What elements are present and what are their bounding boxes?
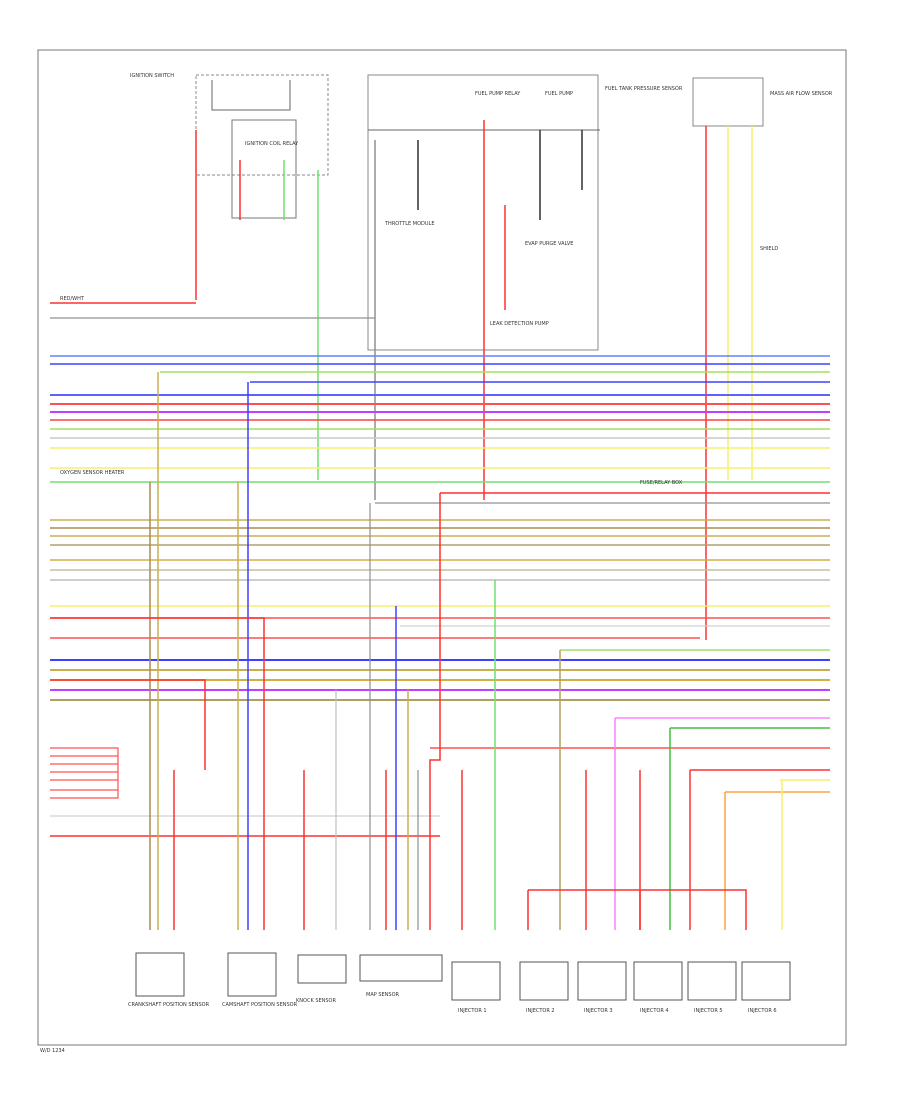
map-sensor-box: [359, 954, 443, 982]
fuel-relay-box: [367, 74, 599, 351]
knock-sensor-label: KNOCK SENSOR: [296, 998, 336, 1004]
fuel-pump-label: FUEL PUMP: [545, 91, 573, 97]
fuel-relay-label: FUEL PUMP RELAY: [475, 91, 521, 97]
fuel-pump-relay-block: FUEL PUMP RELAY FUEL PUMP FUEL TANK PRES…: [367, 74, 683, 500]
maf-box: [692, 77, 764, 127]
injector-3-label: INJECTOR 3: [584, 1008, 613, 1014]
map-sensor-label: MAP SENSOR: [366, 992, 400, 998]
injector-6-label: INJECTOR 6: [748, 1008, 777, 1014]
injector-2-label: INJECTOR 2: [526, 1008, 555, 1014]
knock-sensor-box: [297, 954, 347, 984]
injector-4-label: INJECTOR 4: [640, 1008, 669, 1014]
injector-5-label: INJECTOR 5: [694, 1008, 723, 1014]
cam-sensor-box: [227, 952, 277, 997]
injector-1-box: [451, 961, 501, 1001]
injector-2-box: [519, 961, 569, 1001]
relay-label: IGNITION COIL RELAY: [245, 141, 299, 147]
wire-tag: RED/WHT: [60, 296, 85, 302]
vertical-drops: [50, 372, 783, 930]
injector-1-label: INJECTOR 1: [458, 1008, 487, 1014]
crank-sensor-box: [135, 952, 185, 997]
fuse-box-label: FUSE/RELAY BOX: [640, 480, 683, 486]
injector-3-box: [577, 961, 627, 1001]
purge-valve-label: EVAP PURGE VALVE: [525, 241, 573, 247]
crank-sensor-label: CRANKSHAFT POSITION SENSOR: [128, 1002, 210, 1008]
ignition-switch-box: [195, 74, 329, 176]
bottom-components: CRANKSHAFT POSITION SENSOR CAMSHAFT POSI…: [128, 952, 791, 1014]
maf-label: MASS AIR FLOW SENSOR: [770, 91, 833, 97]
relay-box: [231, 119, 297, 219]
diagram-frame: [37, 49, 847, 1046]
o2-heater-label: OXYGEN SENSOR HEATER: [60, 470, 125, 476]
ignition-switch-label: IGNITION SWITCH: [130, 73, 174, 79]
injector-6-box: [741, 961, 791, 1001]
throttle-module-label: THROTTLE MODULE: [384, 221, 434, 227]
ignition-switch-block: IGNITION SWITCH IGNITION COIL RELAY: [130, 73, 329, 480]
tank-sensor-label: FUEL TANK PRESSURE SENSOR: [605, 86, 683, 92]
injector-4-box: [633, 961, 683, 1001]
mass-air-flow-block: MASS AIR FLOW SENSOR SHIELD: [692, 77, 833, 640]
footer-code: W/D 1234: [40, 1048, 65, 1054]
shield-label: SHIELD: [760, 246, 778, 252]
injector-5-box: [687, 961, 737, 1001]
vent-valve-label: LEAK DETECTION PUMP: [490, 321, 549, 327]
cam-sensor-label: CAMSHAFT POSITION SENSOR: [222, 1002, 298, 1008]
